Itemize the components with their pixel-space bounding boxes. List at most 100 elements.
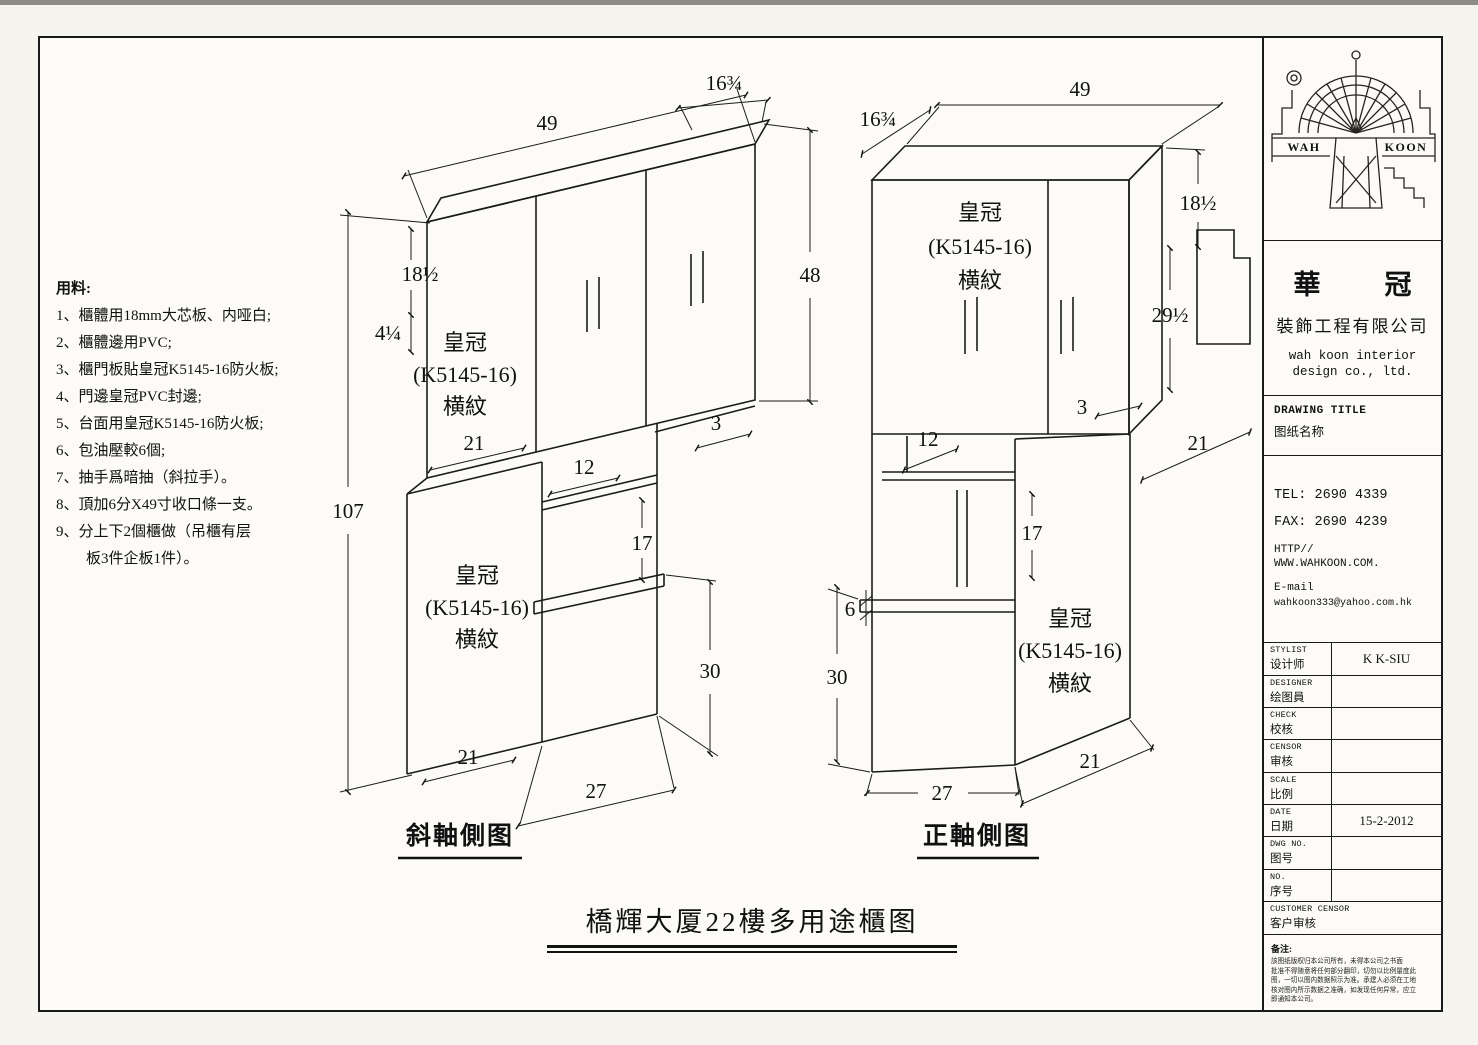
drawing-title-cn: 图纸名称 (1274, 425, 1325, 440)
rv-crown-lower-2: (K5145-16) (1018, 638, 1122, 663)
rv-crown-upper-3: 横紋 (958, 268, 1002, 293)
title-block: WAH KOON 華 冠 裝飾工程有限公司 wah koon interior … (1262, 38, 1441, 1010)
check-value (1331, 708, 1441, 740)
rv-crown-lower-1: 皇冠 (1048, 606, 1092, 631)
date-value: 15-2-2012 (1331, 805, 1441, 837)
designer-value (1331, 675, 1441, 708)
lv-dim-18-1-2: 18½ (402, 262, 439, 286)
rv-dim-30: 30 (827, 665, 848, 689)
row-customer-censor: CUSTOMER CENSOR 客户审核 (1264, 902, 1441, 935)
title-underline-thick (547, 945, 957, 948)
row-no-en: NO. (1270, 871, 1286, 882)
right-view-labels: 49 16¾ 18½ 29½ 3 21 12 17 6 30 27 21 皇冠 … (827, 77, 1217, 850)
cabinet-drawings: 49 16¾ 18½ 4¼ 107 48 3 21 12 17 30 21 27… (332, 71, 1253, 860)
lv-dim-27: 27 (586, 779, 607, 803)
notes-line: 即通知本公司。 (1271, 996, 1318, 1004)
rv-dim-18-1-2: 18½ (1180, 191, 1217, 215)
rv-view-title: 正軸側图 (923, 822, 1031, 850)
lv-dim-16-3-4: 16¾ (706, 71, 743, 95)
company-cell: 華 冠 裝飾工程有限公司 wah koon interior design co… (1264, 241, 1441, 397)
drawing-title-en: DRAWING TITLE (1274, 405, 1367, 418)
row-scale-en: SCALE (1270, 774, 1297, 785)
rv-crown-upper-1: 皇冠 (958, 200, 1002, 225)
drawing-title-cell: DRAWING TITLE 图纸名称 (1264, 396, 1441, 456)
rv-dim-29-1-2: 29½ (1152, 303, 1189, 327)
rv-side-step-profile (1196, 229, 1251, 345)
materials-item: 8、頂加6分X49寸收口條一支。 (56, 497, 262, 513)
rv-dim-3: 3 (1077, 395, 1088, 419)
row-stylist-cn: 设计师 (1270, 659, 1305, 672)
page-title: 橋輝大厦22樓多用途櫃图 (585, 907, 919, 937)
lv-crown-upper-1: 皇冠 (443, 330, 487, 355)
materials-item: 5、台面用皇冠K5145-16防火板; (56, 416, 264, 432)
notes-line: 核对图内所示数据之准确，如发现任何异常，应立 (1271, 986, 1417, 994)
lv-dim-21-bottom: 21 (458, 745, 479, 769)
lv-crown-lower-1: 皇冠 (455, 563, 499, 588)
row-designer: DESIGNER 绘图員 (1264, 675, 1441, 709)
lv-view-title: 斜軸側图 (405, 822, 514, 850)
company-logo: WAH KOON (1271, 50, 1436, 209)
row-dwg-no-cn: 图号 (1270, 853, 1293, 866)
main-title-block: 橋輝大厦22樓多用途櫃图 (502, 900, 1002, 953)
lv-dim-3: 3 (711, 411, 722, 435)
lv-dim-107: 107 (332, 499, 364, 523)
lv-dim-17: 17 (632, 531, 653, 555)
row-customer-censor-en: CUSTOMER CENSOR (1270, 904, 1350, 915)
row-censor: CENSOR 审核 (1264, 740, 1441, 773)
row-censor-cn: 审核 (1270, 756, 1293, 769)
materials-item: 2、櫃體邊用PVC; (56, 335, 172, 351)
row-stylist: STYLIST 设计师 K K-SIU (1264, 643, 1441, 676)
row-dwg-no-en: DWG NO. (1270, 839, 1308, 850)
censor-value (1331, 740, 1441, 772)
website-url: WWW.WAHKOON.COM. (1274, 557, 1380, 570)
materials-item: 4、門邊皇冠PVC封邊; (56, 389, 202, 405)
company-name-cn-sub: 裝飾工程有限公司 (1276, 317, 1429, 336)
rv-dim-6: 6 (845, 597, 856, 621)
rv-dim-49: 49 (1070, 77, 1091, 101)
logo-text-wah: WAH (1287, 140, 1320, 154)
notes-line: 批准不得随意将任何部分翻印，切勿以比例量度此 (1271, 967, 1417, 975)
scale-value (1331, 772, 1441, 805)
row-date: DATE 日期 15-2-2012 (1264, 805, 1441, 838)
right-view-dimensions (827, 101, 1253, 808)
company-name-en-2: design co., ltd. (1292, 365, 1413, 379)
signature-rows: STYLIST 设计师 K K-SIU DESIGNER 绘图員 CHECK (1264, 643, 1441, 935)
rv-crown-lower-3: 横紋 (1048, 671, 1092, 696)
materials-item: 3、櫃門板貼皇冠K5145-16防火板; (56, 362, 279, 378)
notes-line: 該图纸版权归本公司所有，未得本公司之书面 (1271, 958, 1403, 966)
email-address: wahkoon333@yahoo.com.hk (1274, 597, 1413, 609)
row-no-cn: 序号 (1270, 885, 1293, 898)
row-check-cn: 校核 (1270, 724, 1293, 737)
row-scale: SCALE 比例 (1264, 772, 1441, 806)
logo-cell: WAH KOON (1264, 38, 1441, 241)
contact-cell: TEL: 2690 4339 FAX: 2690 4239 HTTP// WWW… (1264, 456, 1441, 644)
row-designer-cn: 绘图員 (1270, 691, 1305, 704)
rv-crown-upper-2: (K5145-16) (928, 234, 1032, 259)
materials-header: 用料: (56, 281, 91, 297)
row-date-cn: 日期 (1270, 821, 1293, 834)
scan-edge-artifact (0, 0, 1478, 5)
rv-dim-21-bottom: 21 (1080, 749, 1101, 773)
fax-line: FAX: 2690 4239 (1274, 514, 1388, 530)
email-label: E-mail (1274, 581, 1314, 594)
materials-item: 6、包油壓較6個; (56, 443, 166, 459)
row-check-en: CHECK (1270, 710, 1297, 721)
materials-list: 用料: 1、櫃體用18mm大芯板、内哑白; 2、櫃體邊用PVC; 3、櫃門板貼皇… (56, 276, 366, 573)
row-designer-en: DESIGNER (1270, 677, 1313, 688)
right-view-lines (859, 144, 1251, 773)
materials-item: 1、櫃體用18mm大芯板、内哑白; (56, 308, 272, 324)
lv-upper-front-face (426, 142, 756, 480)
left-view-dimensions (339, 88, 819, 830)
rv-dim-21-top: 21 (1188, 431, 1209, 455)
row-customer-censor-cn: 客户审核 (1270, 918, 1316, 931)
lv-dim-12: 12 (574, 455, 595, 479)
logo-text-koon: KOON (1385, 140, 1428, 154)
materials-item: 7、抽手爲暗抽（斜拉手）。 (56, 470, 237, 486)
row-check: CHECK 校核 (1264, 708, 1441, 741)
company-name-cn-right: 冠 (1384, 270, 1412, 300)
lv-crown-upper-3: 横紋 (443, 394, 487, 419)
left-view-labels: 49 16¾ 18½ 4¼ 107 48 3 21 12 17 30 21 27… (332, 71, 820, 850)
notes-cell: 备注: 該图纸版权归本公司所有，未得本公司之书面 批准不得随意将任何部分翻印，切… (1264, 934, 1441, 1010)
rv-dim-12: 12 (918, 427, 939, 451)
